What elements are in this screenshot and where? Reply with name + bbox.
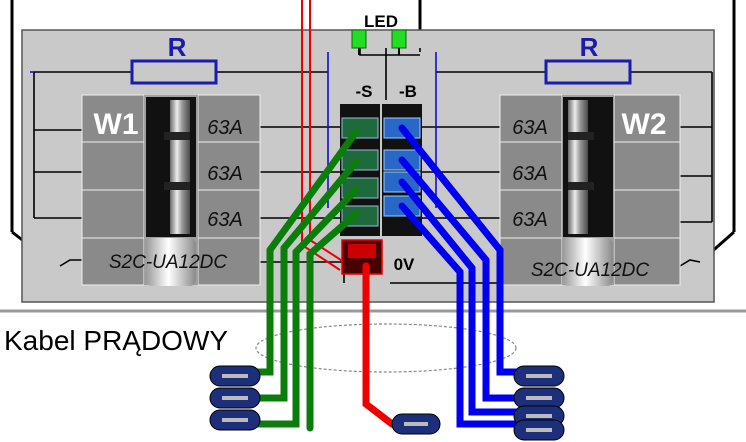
breaker-right-rating-1: 63A [512,117,548,139]
module-left-label: W1 [94,108,139,141]
breaker-left-rating-2: 63A [207,163,243,185]
internal-blue-lines [30,52,437,208]
connectors-left [209,365,261,431]
cable-bundle-outline [255,323,517,373]
neg-s-label: -S [356,82,373,101]
resistor-left: R [130,32,218,85]
breaker-left-rating-3: 63A [207,209,243,231]
led-label: LED [364,12,398,31]
led-green-left [351,29,367,49]
module-right-label: W2 [622,108,667,141]
breaker-left-rating-1: 63A [207,117,243,139]
cable-label: Kabel PRĄDOWY [4,325,228,356]
led-indicators: LED [351,12,407,55]
breaker-right-model: S2C-UA12DC [531,260,650,281]
breaker-right-rating-3: 63A [512,209,548,231]
terminal-s-1 [341,117,379,139]
resistor-right: R [544,32,632,85]
breaker-left-model: S2C-UA12DC [109,252,228,273]
resistor-left-label: R [168,32,187,62]
zero-v-label: 0V [394,255,415,274]
breaker-module-right: W2 63A 63A 63A S2C-UA12DC [499,94,681,286]
neg-b-label: -B [399,82,417,101]
connectors-right [513,365,565,441]
led-green-right [391,29,407,49]
resistor-right-label: R [580,32,599,62]
breaker-right-rating-2: 63A [512,163,548,185]
connector-red [391,413,441,435]
breaker-module-left: W1 63A 63A 63A S2C-UA12DC [81,94,261,286]
